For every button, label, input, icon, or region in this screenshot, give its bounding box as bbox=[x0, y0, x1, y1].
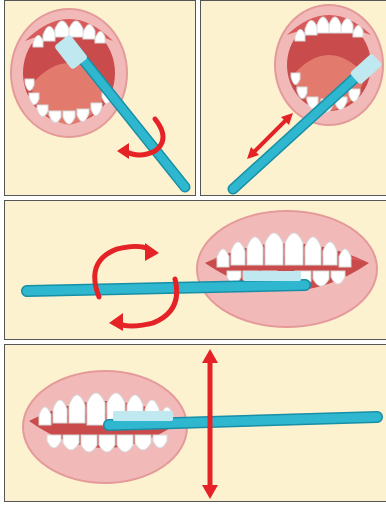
panel-upper-inner-rotate bbox=[4, 0, 196, 196]
toothbrush bbox=[109, 411, 377, 425]
panel-back-and-forth bbox=[200, 0, 386, 196]
panel-circular bbox=[4, 200, 386, 340]
toothbrush bbox=[27, 271, 305, 291]
smiling-mouth bbox=[197, 211, 377, 327]
panel-up-and-down bbox=[4, 344, 386, 502]
